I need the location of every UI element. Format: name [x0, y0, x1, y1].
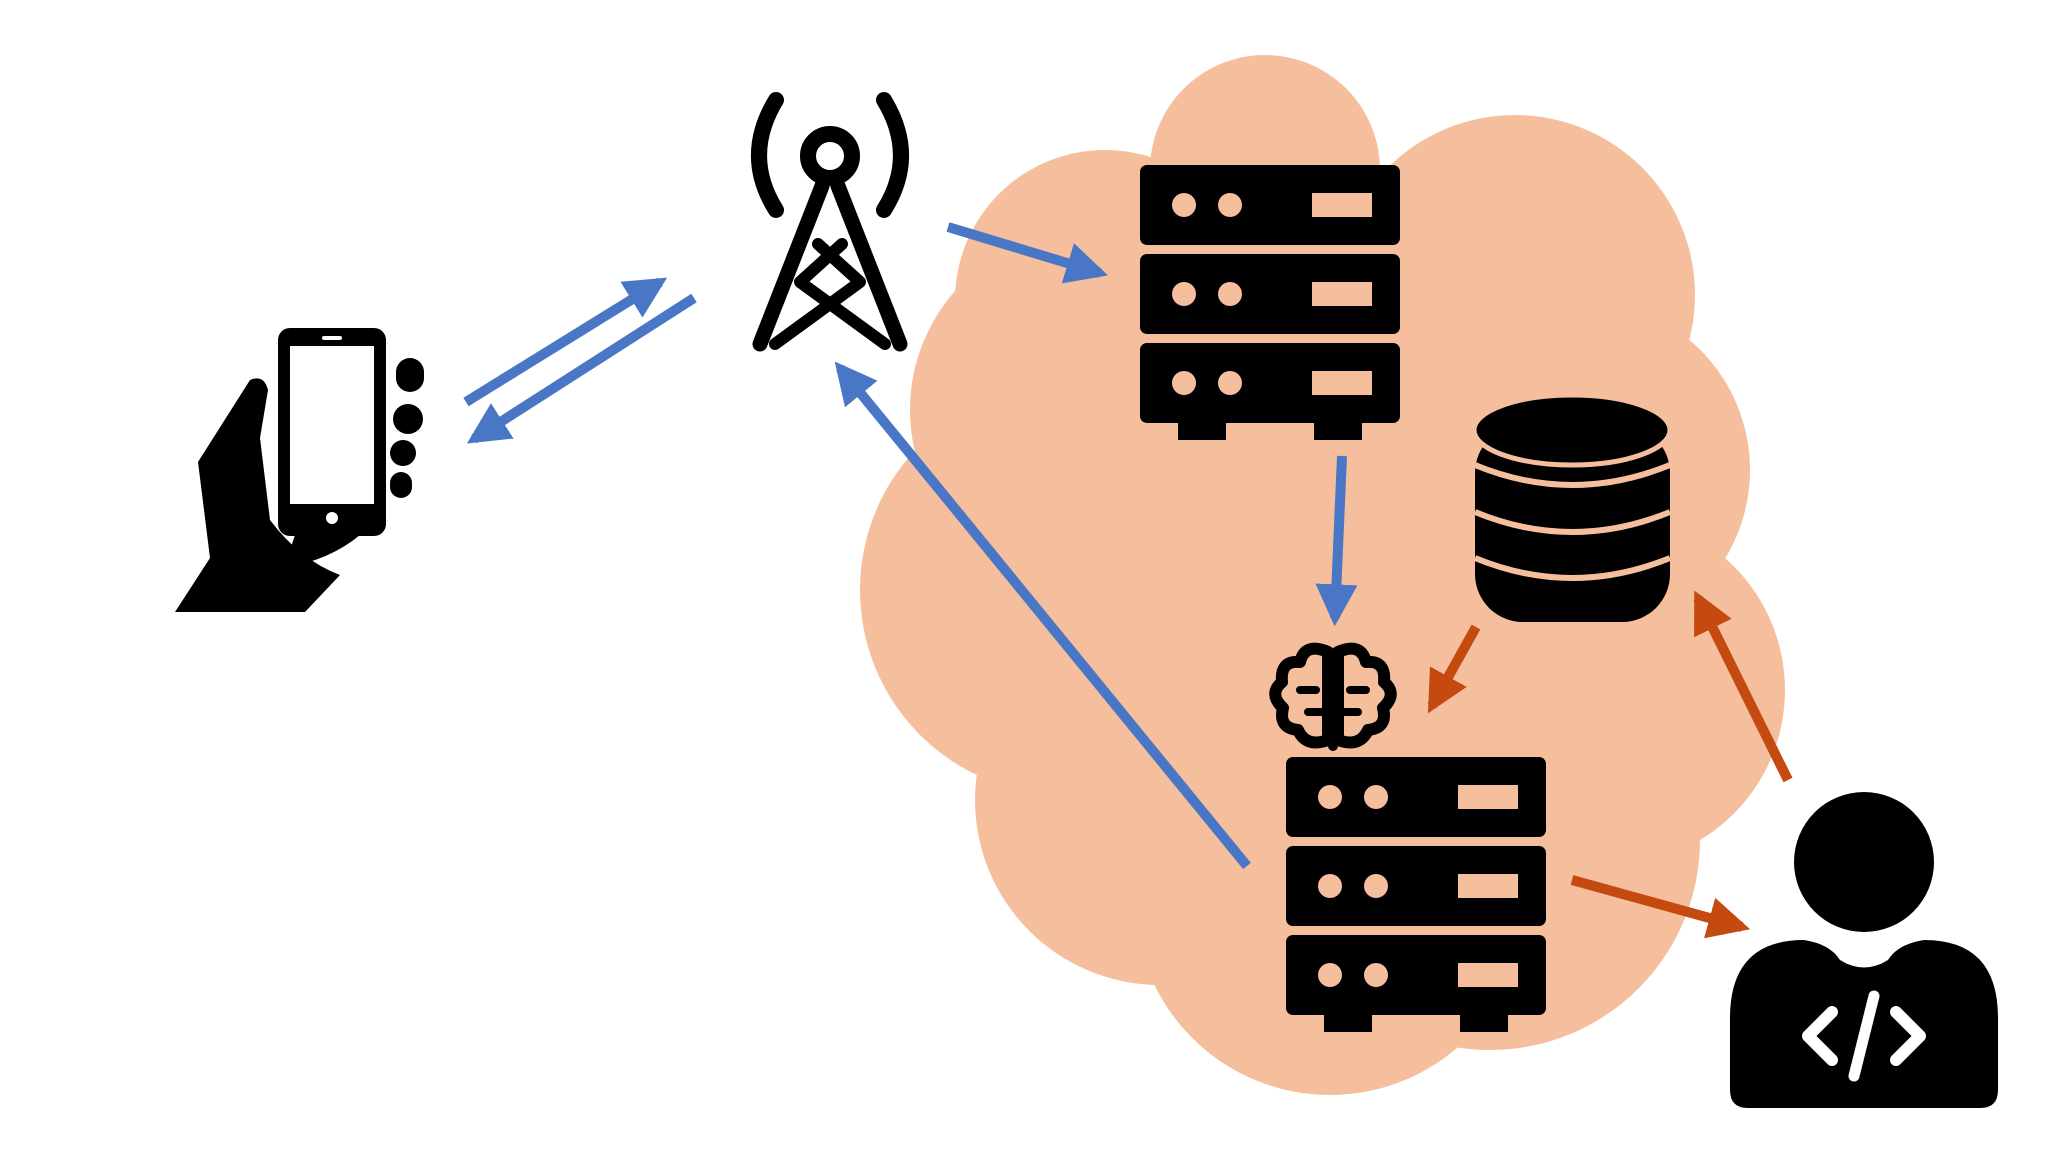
server-rack-icon — [1140, 165, 1400, 440]
cell-tower-icon — [751, 92, 909, 352]
database-icon — [1471, 392, 1673, 622]
brain-icon — [1269, 642, 1397, 751]
server-rack-icon — [1286, 757, 1546, 1032]
arrow-database-to-server-2 — [1427, 624, 1481, 714]
arrow-tower-to-phone — [466, 293, 697, 444]
blue-arrows — [463, 222, 1358, 870]
arrow-server-2-to-developer — [1570, 875, 1751, 939]
red-arrows — [1427, 590, 1793, 939]
arrow-developer-to-database — [1693, 590, 1793, 783]
arrow-server-2-to-tower — [834, 361, 1251, 870]
arrow-phone-to-tower — [463, 277, 668, 407]
arrow-tower-to-server-1 — [946, 222, 1109, 284]
hand-holding-phone-icon — [175, 328, 424, 612]
developer-user-icon — [1730, 792, 1998, 1108]
arrow-server-1-to-server-2 — [1315, 455, 1358, 627]
